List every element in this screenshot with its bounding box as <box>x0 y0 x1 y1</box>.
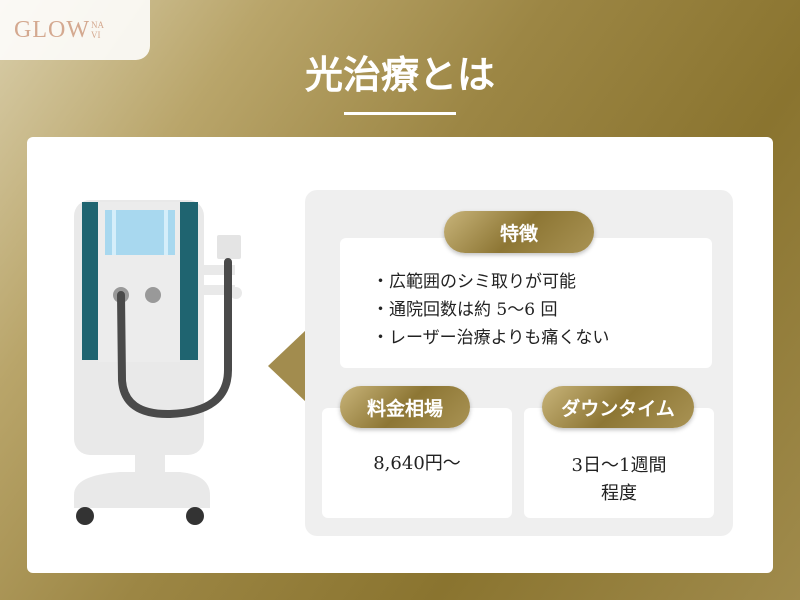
pointer-arrow <box>268 330 306 402</box>
price-label: 料金相場 <box>340 386 470 428</box>
downtime-value-line1: 3日〜1週間 <box>571 455 667 476</box>
logo-main: GLOW <box>14 16 90 43</box>
features-box <box>340 238 712 368</box>
downtime-value: 3日〜1週間 程度 <box>524 452 714 508</box>
feature-item: ・通院回数は約 5〜6 回 <box>372 300 558 320</box>
logo-sub-top: NA <box>90 20 104 30</box>
title-underline <box>344 112 456 115</box>
downtime-value-line2: 程度 <box>601 483 637 504</box>
price-value: 8,640円〜 <box>373 453 461 474</box>
features-list: ・広範囲のシミ取りが可能 ・通院回数は約 5〜6 回 ・レーザー治療よりも痛くな… <box>372 268 609 352</box>
logo-sub-bottom: VI <box>90 30 101 40</box>
feature-item: ・広範囲のシミ取りが可能 <box>372 272 576 292</box>
page-title: 光治療とは <box>304 52 495 97</box>
features-label: 特徴 <box>444 211 594 253</box>
ipl-machine-illustration <box>74 200 242 525</box>
feature-item: ・レーザー治療よりも痛くない <box>372 328 610 348</box>
downtime-label: ダウンタイム <box>542 386 694 428</box>
